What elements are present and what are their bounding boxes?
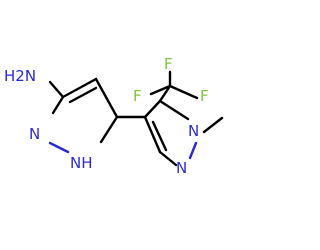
bond-n1-methyl xyxy=(202,116,224,134)
bond-c5p-n1p xyxy=(158,99,190,121)
atom-label-n-methyl: N xyxy=(188,122,199,140)
bond-c5-n1 xyxy=(99,115,119,144)
bond-c4p-c3p-double xyxy=(151,120,168,152)
atom-label-nh: NH xyxy=(70,154,93,172)
bond-c3p-n2p xyxy=(158,150,178,167)
bond-c3-c4 xyxy=(61,77,98,99)
bond-c3-c4-double xyxy=(68,86,98,104)
atom-labels: H2N N NH N N F F F xyxy=(4,55,209,177)
atom-label-f-top: F xyxy=(164,55,173,73)
bond-n2-n1 xyxy=(48,141,70,154)
nitrogen-bonds xyxy=(48,80,198,167)
atom-label-n-left: N xyxy=(29,125,40,143)
atom-label-n-bottom: N xyxy=(176,159,187,177)
bond-c5p-cf3 xyxy=(158,84,172,103)
bond-n1p-n2p xyxy=(188,141,198,160)
carbon-bonds xyxy=(61,77,224,154)
bond-c3-n2 xyxy=(51,95,65,115)
bond-c-f-right xyxy=(168,84,199,100)
bond-c4-c5 xyxy=(94,77,119,119)
bond-c4p-c5p xyxy=(143,99,162,119)
bond-amine xyxy=(48,80,65,99)
fluorine-bonds xyxy=(149,70,199,100)
bond-c-f-left xyxy=(149,84,172,96)
atom-label-f-left: F xyxy=(133,87,142,105)
bond-c4p-c3p xyxy=(143,115,162,154)
atom-label-amine: H2N xyxy=(4,67,36,85)
atom-label-f-right: F xyxy=(200,87,209,105)
molecule-structure-diagram: H2N N NH N N F F F xyxy=(4,55,224,177)
